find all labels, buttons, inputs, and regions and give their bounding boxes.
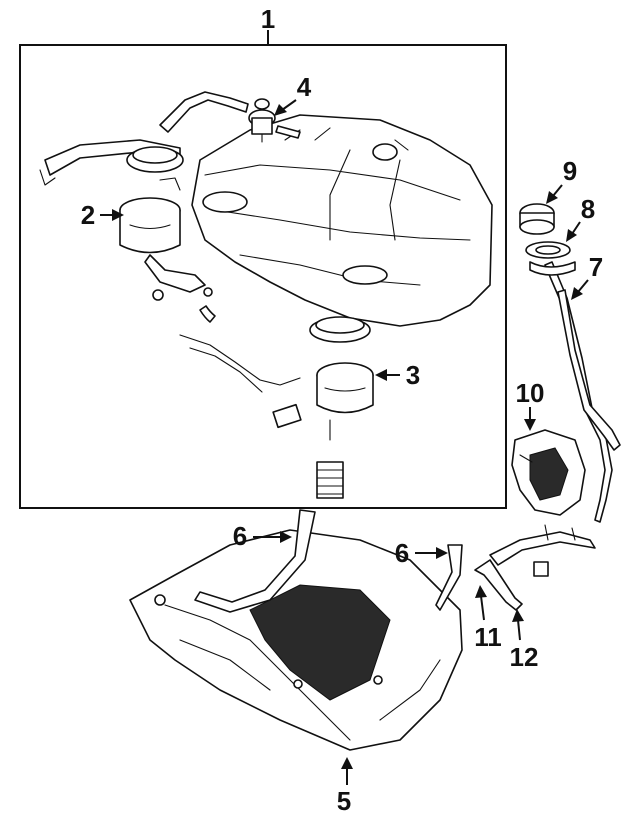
svg-text:4: 4 — [297, 72, 312, 102]
svg-text:5: 5 — [337, 786, 351, 816]
callout-5: 5 — [337, 757, 353, 816]
vent-hoses — [474, 524, 596, 611]
callout-8: 8 — [566, 194, 595, 242]
tank-strap-right — [435, 544, 463, 611]
svg-text:12: 12 — [510, 642, 539, 672]
callout-2: 2 — [81, 200, 124, 230]
vapor-hose — [159, 91, 249, 133]
housing-10 — [511, 429, 586, 516]
fuel-tank — [191, 114, 493, 327]
callout-7: 7 — [571, 252, 603, 300]
valve-4 — [248, 98, 301, 143]
svg-text:7: 7 — [589, 252, 603, 282]
callout-10: 10 — [516, 378, 545, 431]
svg-text:2: 2 — [81, 200, 95, 230]
callout-11: 11 — [474, 585, 502, 652]
assembly-box — [19, 30, 507, 509]
callout-9: 9 — [546, 156, 577, 204]
callout-6-right: 6 — [395, 538, 448, 568]
svg-text:1: 1 — [261, 4, 275, 34]
svg-text:10: 10 — [516, 378, 545, 408]
svg-text:6: 6 — [233, 521, 247, 551]
fuel-sender-3 — [179, 316, 374, 499]
callout-3: 3 — [375, 360, 420, 390]
tank-strap-left — [194, 509, 316, 613]
callout-12: 12 — [510, 609, 539, 672]
svg-text:6: 6 — [395, 538, 409, 568]
svg-text:11: 11 — [474, 622, 502, 652]
svg-text:8: 8 — [581, 194, 595, 224]
callout-4: 4 — [274, 72, 312, 116]
filler-cap-9 — [519, 203, 555, 235]
svg-text:3: 3 — [406, 360, 420, 390]
svg-text:9: 9 — [563, 156, 577, 186]
gasket-8 — [525, 241, 571, 259]
tank-shield-5 — [129, 529, 463, 751]
callout-1: 1 — [261, 4, 275, 34]
filler-neck-7 — [529, 261, 621, 523]
callout-6-left: 6 — [233, 521, 292, 551]
fuel-pump-2 — [39, 139, 216, 323]
